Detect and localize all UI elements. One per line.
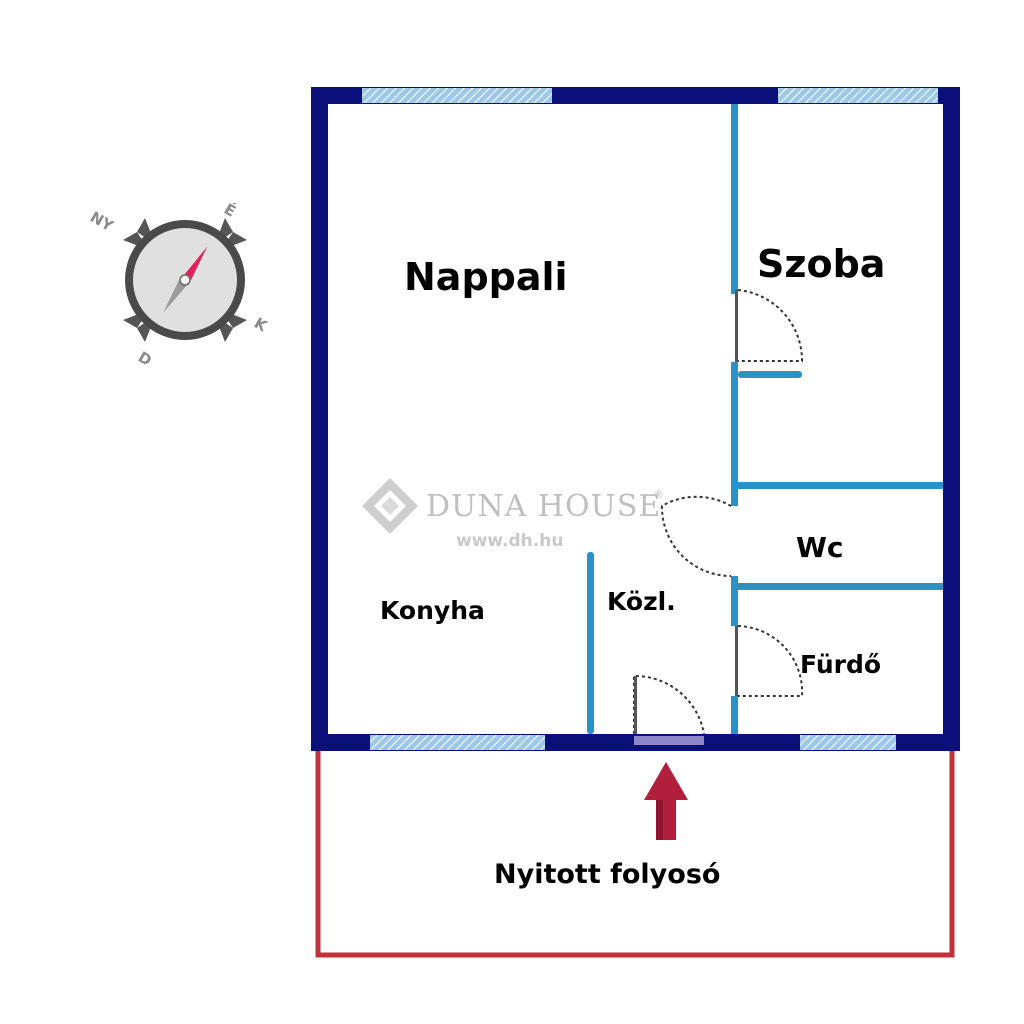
room-label-bedroom: Szoba: [757, 242, 885, 286]
window-top-right: [778, 88, 938, 103]
compass-east-label: K: [251, 314, 271, 336]
room-label-bathroom: Fürdő: [800, 650, 881, 679]
compass-icon: É K D NY: [87, 199, 271, 370]
watermark: DUNA HOUSE ® www.dh.hu: [362, 478, 664, 551]
door-entrance: [633, 674, 705, 735]
compass-north-label: É: [221, 199, 239, 221]
arrow-up-icon: [644, 762, 688, 840]
door-bathroom: [737, 625, 804, 697]
room-label-hallway: Közl.: [607, 587, 676, 616]
room-label-wc: Wc: [796, 531, 843, 564]
watermark-brand: DUNA HOUSE: [426, 489, 661, 524]
room-label-open-corridor: Nyitott folyosó: [494, 859, 720, 890]
door-bedroom: [737, 289, 804, 362]
room-label-kitchen: Konyha: [380, 596, 485, 625]
entrance-threshold: [634, 736, 704, 745]
compass-west-label: NY: [87, 208, 117, 236]
diamond-logo-icon: [362, 478, 418, 534]
windows: [362, 88, 938, 750]
interior-walls: [587, 104, 943, 734]
window-top-left: [362, 88, 552, 103]
compass-south-label: D: [135, 348, 155, 370]
open-corridor-outline: [315, 748, 955, 958]
watermark-trademark: ®: [653, 488, 664, 501]
window-bottom-right: [800, 735, 896, 750]
watermark-url: www.dh.hu: [456, 531, 563, 551]
door-wc: [660, 495, 732, 577]
doors: [633, 289, 804, 735]
room-label-living-room: Nappali: [404, 255, 568, 299]
window-bottom-left: [370, 735, 545, 750]
